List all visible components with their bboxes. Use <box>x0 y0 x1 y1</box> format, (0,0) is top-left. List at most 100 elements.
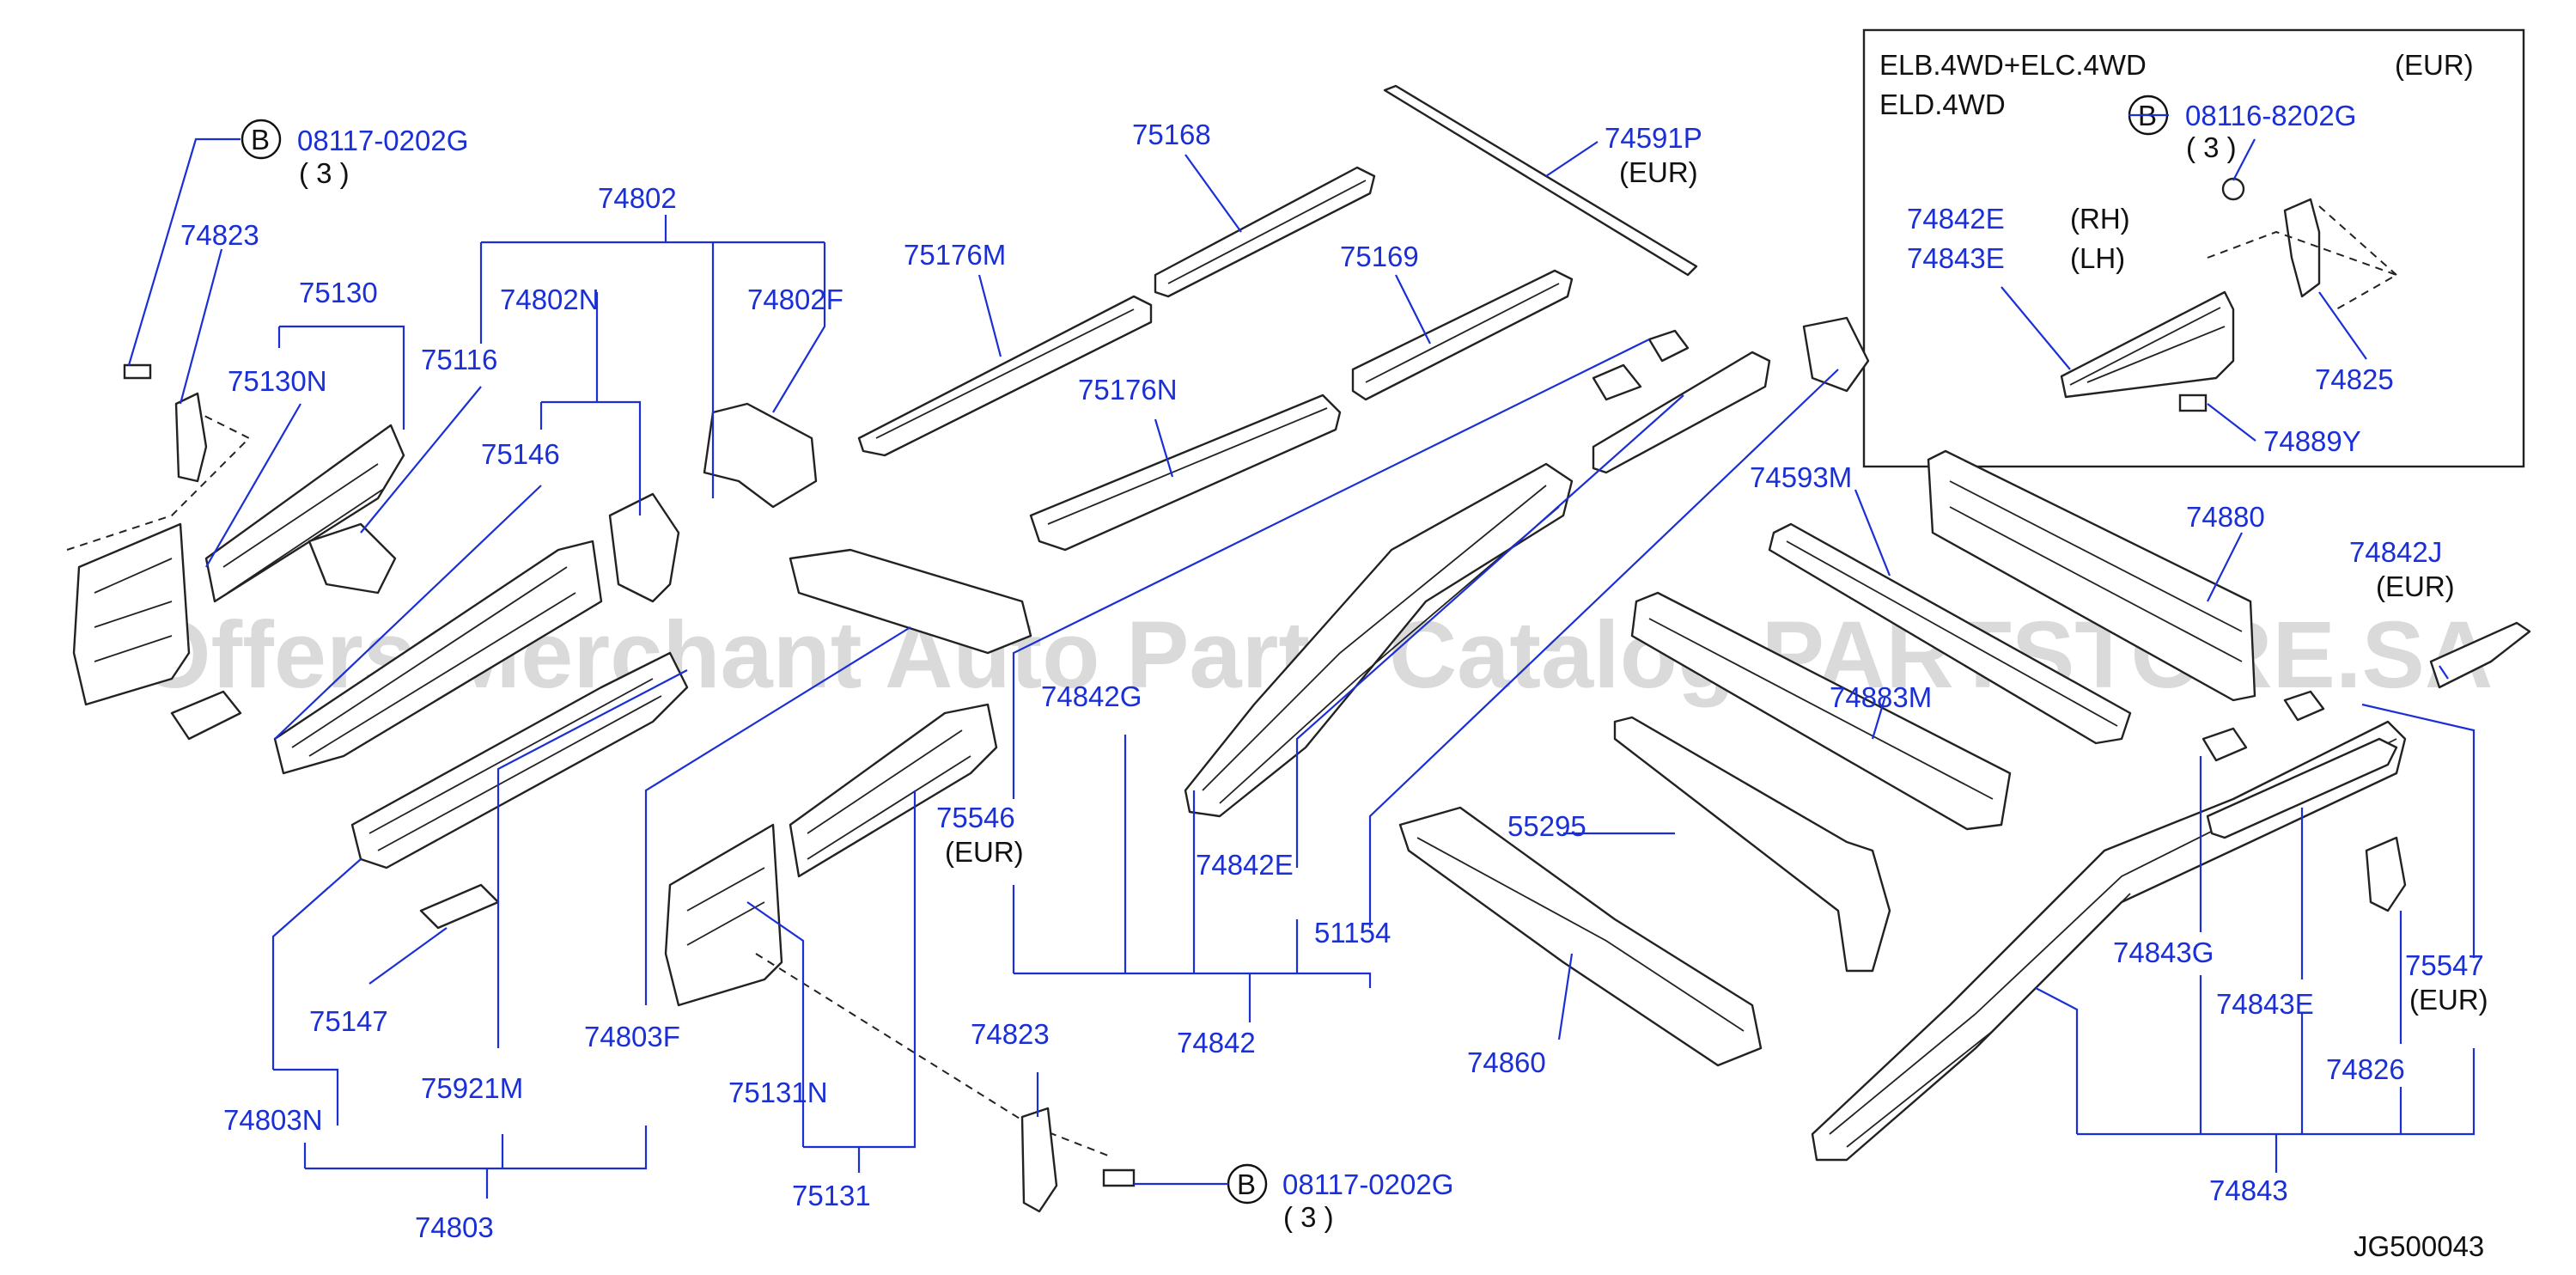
part-75176M[interactable] <box>857 295 1153 457</box>
label-75547[interactable]: 75547 <box>2405 949 2484 981</box>
inset-line2: ELD.4WD <box>1879 88 2006 120</box>
part-75131[interactable] <box>789 703 998 878</box>
label-75176N[interactable]: 75176N <box>1078 374 1178 406</box>
label-74883M[interactable]: 74883M <box>1830 681 1932 713</box>
part-74860[interactable] <box>1398 806 1763 1067</box>
label-74803F[interactable]: 74803F <box>584 1021 680 1052</box>
label-74843[interactable]: 74843 <box>2209 1174 2288 1206</box>
part-74802F-bracket[interactable] <box>703 402 818 509</box>
part-75146[interactable] <box>273 540 603 775</box>
label-74842E[interactable]: 74842E <box>1196 849 1294 881</box>
label-74860[interactable]: 74860 <box>1467 1046 1546 1078</box>
leader-lines <box>127 113 2476 1199</box>
inset-frame <box>1862 28 2525 468</box>
part-74823-lower[interactable] <box>1020 1107 1058 1213</box>
pin-74889Y <box>2178 393 2208 412</box>
label-bolt3-qty: ( 3 ) <box>2186 131 2237 163</box>
label-74803N[interactable]: 74803N <box>223 1104 323 1136</box>
label-75131[interactable]: 75131 <box>792 1180 871 1211</box>
label-74842E-inset[interactable]: 74842E <box>1907 203 2005 235</box>
label-74842J-eur: (EUR) <box>2376 570 2455 602</box>
label-74593M[interactable]: 74593M <box>1750 461 1852 493</box>
label-74843G[interactable]: 74843G <box>2113 936 2214 968</box>
label-75547-eur: (EUR) <box>2409 984 2488 1016</box>
part-74843G[interactable] <box>2201 727 2248 762</box>
label-75546-eur: (EUR) <box>945 836 1024 868</box>
label-74802N[interactable]: 74802N <box>500 284 600 315</box>
part-crossmember[interactable] <box>789 548 1032 655</box>
part-74842E[interactable] <box>1592 351 1771 474</box>
label-75130N[interactable]: 75130N <box>228 365 327 397</box>
part-74842J[interactable] <box>2429 621 2531 689</box>
label-bolt3-part[interactable]: 08116-8202G <box>2185 100 2356 131</box>
part-74802N-bracket[interactable] <box>608 492 680 603</box>
label-75131N[interactable]: 75131N <box>728 1077 828 1108</box>
label-75130[interactable]: 75130 <box>299 277 378 308</box>
part-74880[interactable] <box>1927 449 2256 702</box>
label-51154[interactable]: 51154 <box>1314 917 1391 949</box>
label-75168[interactable]: 75168 <box>1132 119 1211 150</box>
part-75169[interactable] <box>1351 269 1574 401</box>
label-75921M[interactable]: 75921M <box>421 1072 523 1104</box>
part-75116[interactable] <box>308 522 397 595</box>
part-74842G[interactable] <box>1647 329 1690 363</box>
label-74889Y[interactable]: 74889Y <box>2263 425 2361 457</box>
label-74802F[interactable]: 74802F <box>747 284 843 315</box>
label-74803[interactable]: 74803 <box>415 1211 494 1243</box>
part-74803F-panel[interactable] <box>664 823 783 1007</box>
part-plate-74843[interactable] <box>2283 690 2325 722</box>
label-74843E[interactable]: 74843E <box>2216 988 2314 1020</box>
label-74825[interactable]: 74825 <box>2315 363 2394 395</box>
label-74826[interactable]: 74826 <box>2326 1053 2405 1085</box>
inset-panel: ELB.4WD+ELC.4WD ELD.4WD (EUR) (RH) (LH) <box>1862 28 2525 468</box>
label-74823b[interactable]: 74823 <box>971 1018 1050 1050</box>
label-bolt1-part[interactable]: 08117-0202G <box>297 125 468 156</box>
part-plate-74842[interactable] <box>1592 363 1642 401</box>
part-75547-bracket[interactable] <box>2365 836 2407 912</box>
part-74843[interactable] <box>1811 720 2407 1162</box>
part-74803N[interactable] <box>350 651 689 869</box>
inset-rh: (RH) <box>2070 203 2130 235</box>
label-74823a[interactable]: 74823 <box>180 219 259 251</box>
bolt-letter-2: B <box>1237 1168 1256 1200</box>
diagram-code: JG500043 <box>2354 1230 2484 1262</box>
part-55295[interactable] <box>1613 716 1891 973</box>
label-bolt2-part[interactable]: 08117-0202G <box>1282 1168 1453 1200</box>
label-74842G[interactable]: 74842G <box>1041 680 1142 712</box>
inset-line1: ELB.4WD+ELC.4WD <box>1879 49 2147 81</box>
bolt-callout-1: B <box>241 119 282 160</box>
part-75168[interactable] <box>1154 166 1376 298</box>
part-74843E[interactable] <box>2206 737 2398 839</box>
label-75546[interactable]: 75546 <box>936 802 1015 833</box>
label-74591P[interactable]: 74591P <box>1605 122 1702 154</box>
label-75146[interactable]: 75146 <box>481 438 560 470</box>
part-74883M[interactable] <box>1630 591 2012 831</box>
parts <box>66 84 2531 1213</box>
label-74880[interactable]: 74880 <box>2186 501 2265 533</box>
label-74842[interactable]: 74842 <box>1177 1027 1256 1058</box>
label-bolt2-qty: ( 3 ) <box>1283 1201 1334 1233</box>
part-75147[interactable] <box>419 883 500 930</box>
bolt-74823 <box>123 363 152 380</box>
label-75169[interactable]: 75169 <box>1340 241 1419 272</box>
label-75176M[interactable]: 75176M <box>904 239 1006 271</box>
label-75116[interactable]: 75116 <box>421 344 497 375</box>
bolt-callout-2: B <box>1227 1163 1268 1205</box>
label-74802[interactable]: 74802 <box>598 182 677 214</box>
label-75147[interactable]: 75147 <box>309 1005 388 1037</box>
label-74843E-inset[interactable]: 74843E <box>1907 242 2005 274</box>
bolt-b-icon <box>241 119 282 160</box>
part-74593M[interactable] <box>1768 522 2132 745</box>
part-74842[interactable] <box>1184 462 1574 818</box>
part-51154-bracket[interactable] <box>1802 316 1870 393</box>
label-74591P-eur: (EUR) <box>1619 156 1698 188</box>
part-labels: 08117-0202G ( 3 ) 74823 75130 75130N 748… <box>180 100 2488 1262</box>
part-75176N[interactable] <box>1029 393 1342 552</box>
label-55295[interactable]: 55295 <box>1507 810 1586 842</box>
part-74591P[interactable] <box>1383 84 1698 277</box>
part-74825-bracket[interactable] <box>2283 198 2321 298</box>
part-plate-small[interactable] <box>170 690 242 741</box>
label-74842J[interactable]: 74842J <box>2349 536 2442 568</box>
part-74823-bracket[interactable] <box>174 392 208 483</box>
